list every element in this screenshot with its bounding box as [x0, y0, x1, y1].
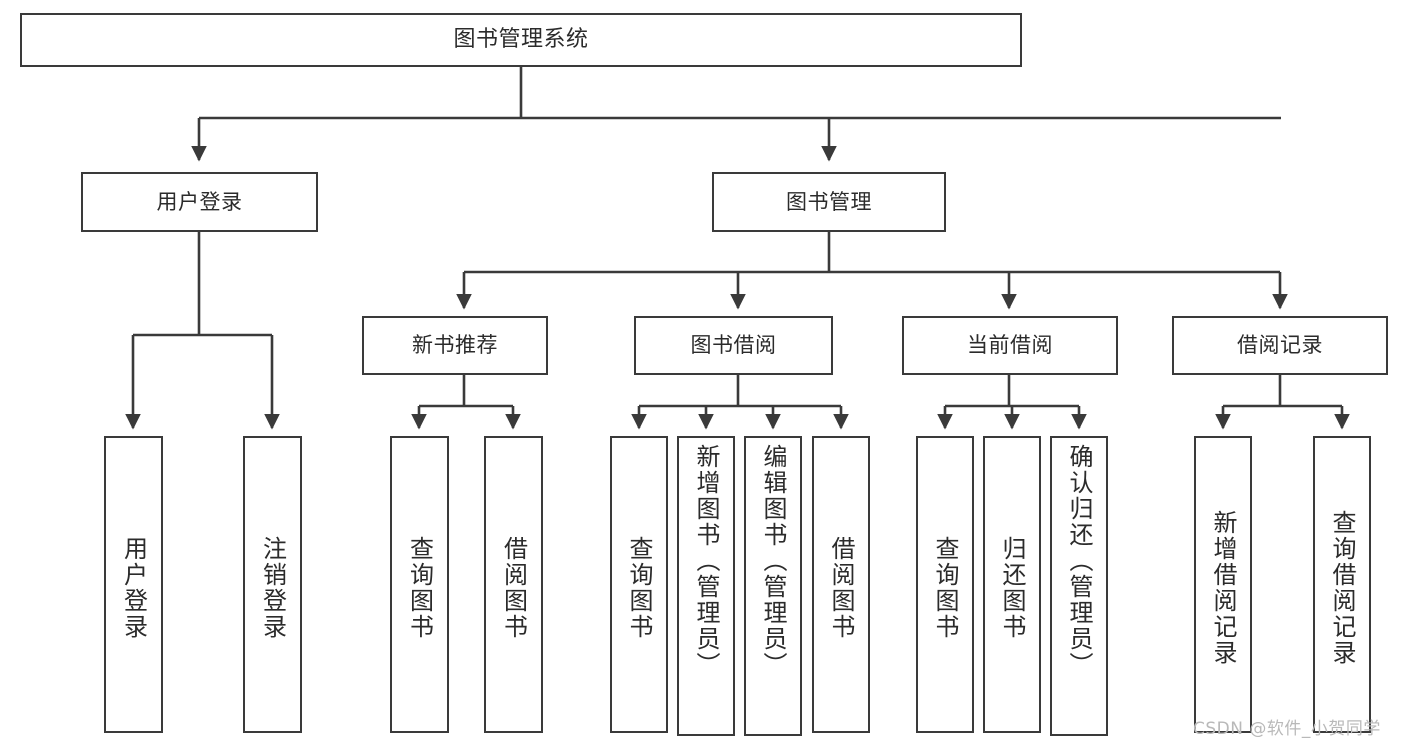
- leaf-new-book-query[interactable]: 查询图书: [390, 436, 449, 733]
- leaf-current-borrow-query-label: 查询图书: [931, 535, 959, 640]
- node-new-book-recommend[interactable]: 新书推荐: [362, 316, 548, 375]
- leaf-new-book-query-label: 查询图书: [405, 535, 434, 640]
- node-current-borrow[interactable]: 当前借阅: [902, 316, 1118, 375]
- leaf-book-borrow-edit-label: 编辑图书（管理员）: [759, 444, 787, 678]
- leaf-current-borrow-query[interactable]: 查询图书: [916, 436, 974, 733]
- node-current-borrow-label: 当前借阅: [967, 333, 1053, 358]
- node-root-label: 图书管理系统: [453, 27, 589, 53]
- node-book-borrow[interactable]: 图书借阅: [634, 316, 833, 375]
- leaf-current-borrow-confirm[interactable]: 确认归还（管理员）: [1050, 436, 1108, 736]
- node-borrow-record[interactable]: 借阅记录: [1172, 316, 1388, 375]
- leaf-book-borrow-add-label: 新增图书（管理员）: [692, 444, 720, 678]
- node-user-login[interactable]: 用户登录: [81, 172, 318, 232]
- node-book-borrow-label: 图书借阅: [690, 333, 777, 358]
- leaf-book-borrow-query[interactable]: 查询图书: [610, 436, 668, 733]
- node-book-management-label: 图书管理: [786, 189, 872, 214]
- node-user-login-label: 用户登录: [156, 189, 243, 214]
- leaf-borrow-record-add-label: 新增借阅记录: [1209, 509, 1237, 666]
- leaf-user-login-logout-label: 注销登录: [258, 535, 287, 640]
- node-new-book-recommend-label: 新书推荐: [412, 333, 498, 358]
- leaf-new-book-borrow[interactable]: 借阅图书: [484, 436, 543, 733]
- leaf-user-login-login[interactable]: 用户登录: [104, 436, 163, 733]
- leaf-borrow-record-add[interactable]: 新增借阅记录: [1194, 436, 1252, 733]
- leaf-borrow-record-query-label: 查询借阅记录: [1328, 509, 1356, 666]
- leaf-book-borrow-borrow[interactable]: 借阅图书: [812, 436, 870, 733]
- leaf-book-borrow-borrow-label: 借阅图书: [827, 535, 855, 640]
- node-book-management[interactable]: 图书管理: [712, 172, 946, 232]
- leaf-current-borrow-confirm-label: 确认归还（管理员）: [1065, 444, 1093, 678]
- node-borrow-record-label: 借阅记录: [1237, 333, 1323, 358]
- leaf-user-login-login-label: 用户登录: [119, 535, 148, 640]
- leaf-book-borrow-query-label: 查询图书: [625, 535, 653, 640]
- leaf-book-borrow-add[interactable]: 新增图书（管理员）: [677, 436, 735, 736]
- leaf-user-login-logout[interactable]: 注销登录: [243, 436, 302, 733]
- leaf-current-borrow-return-label: 归还图书: [998, 535, 1026, 640]
- watermark: CSDN @软件_小贺同学: [1193, 719, 1381, 739]
- leaf-book-borrow-edit[interactable]: 编辑图书（管理员）: [744, 436, 802, 736]
- leaf-borrow-record-query[interactable]: 查询借阅记录: [1313, 436, 1371, 733]
- node-root[interactable]: 图书管理系统: [20, 13, 1022, 67]
- leaf-new-book-borrow-label: 借阅图书: [499, 535, 528, 640]
- leaf-current-borrow-return[interactable]: 归还图书: [983, 436, 1041, 733]
